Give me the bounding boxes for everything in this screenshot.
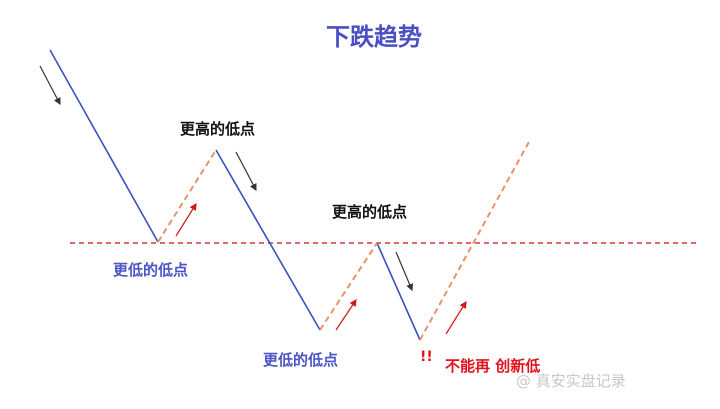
- up-leg-3: [419, 139, 531, 341]
- up-leg-2: [319, 242, 378, 331]
- up-arrow-3: [445, 300, 467, 335]
- label-higher-low-1: 更高的低点: [180, 120, 256, 138]
- label-exclaim: !!: [420, 349, 433, 365]
- label-lower-low-2: 更低的低点: [263, 351, 339, 369]
- label-higher-low-2: 更高的低点: [332, 203, 408, 221]
- watermark: @ 真安实盘记录: [516, 372, 626, 390]
- down-arrow-2: [235, 151, 257, 192]
- down-arrow-3: [395, 251, 413, 292]
- up-arrow-1: [175, 202, 197, 237]
- down-leg-2: [215, 149, 321, 331]
- down-leg-1: [49, 49, 159, 243]
- down-arrow-1: [39, 65, 61, 106]
- down-leg-3: [376, 242, 421, 341]
- up-leg-1: [157, 149, 217, 243]
- label-lower-low-1: 更低的低点: [113, 261, 189, 279]
- label-no-new-low: 不能再 创新低: [445, 357, 541, 375]
- up-arrow-2: [335, 299, 357, 331]
- diagram-title: 下跌趋势: [326, 23, 422, 51]
